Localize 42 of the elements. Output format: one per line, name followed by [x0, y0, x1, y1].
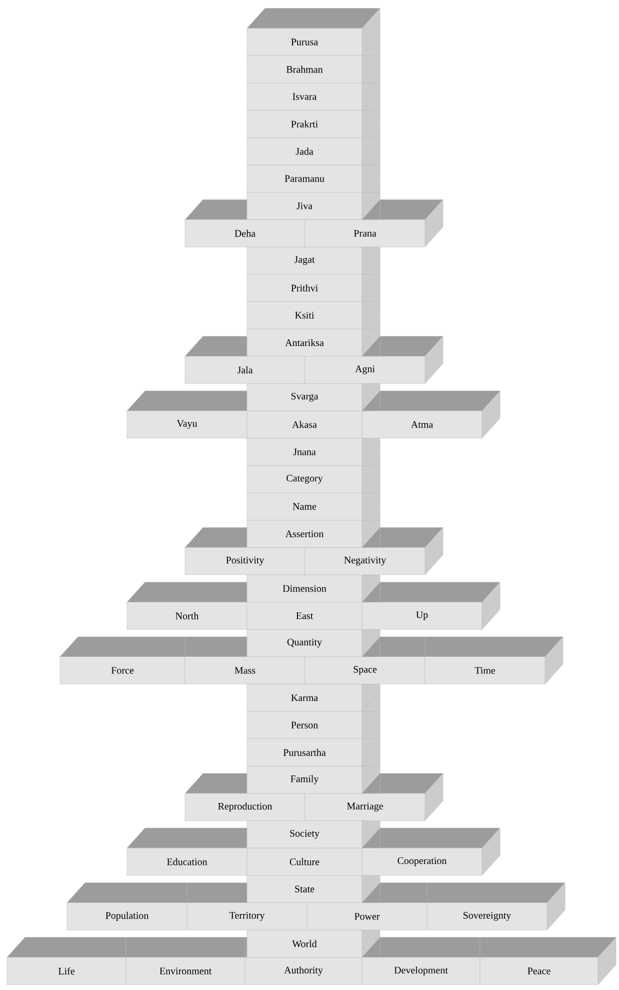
block: Vayu [126, 390, 248, 438]
block: Environment [126, 937, 246, 985]
block: Purusa [246, 8, 380, 56]
block: Cooperation [362, 828, 500, 876]
block: Peace [480, 937, 616, 985]
block: Sovereignty [426, 882, 566, 930]
block: Family [246, 766, 380, 794]
block: Brahman [246, 56, 380, 84]
block: Akasa [246, 410, 362, 438]
block: Paramanu [246, 164, 380, 192]
block: Society [246, 820, 380, 848]
block: Atma [362, 390, 500, 438]
block: Force [60, 636, 186, 684]
block: Education [126, 828, 248, 876]
block: Jagat [246, 246, 380, 274]
block: Isvara [246, 82, 380, 110]
block: Life [6, 937, 126, 985]
block: Name [246, 492, 380, 520]
block: Karma [246, 684, 380, 712]
block: Jnana [246, 438, 380, 466]
block: Category [246, 465, 380, 493]
block: Population [66, 882, 188, 930]
block: Ksiti [246, 301, 380, 330]
block: Dimension [246, 574, 380, 602]
block: Up [362, 582, 500, 630]
block: State [246, 875, 380, 903]
block: North [126, 582, 248, 630]
block: Jiva [246, 192, 380, 220]
block: World [246, 930, 380, 958]
block: Person [246, 711, 380, 739]
block: Antariksa [246, 328, 380, 356]
block: Assertion [246, 520, 380, 548]
block: Quantity [246, 629, 380, 657]
block: Culture [246, 848, 362, 876]
block: Development [362, 937, 480, 985]
block: Svarga [246, 383, 380, 412]
block: Prakrti [246, 110, 380, 138]
block: Time [424, 636, 564, 684]
block: East [246, 602, 362, 630]
block: Purusartha [246, 738, 380, 766]
block: Jada [246, 137, 380, 166]
block: Prithvi [246, 274, 380, 302]
